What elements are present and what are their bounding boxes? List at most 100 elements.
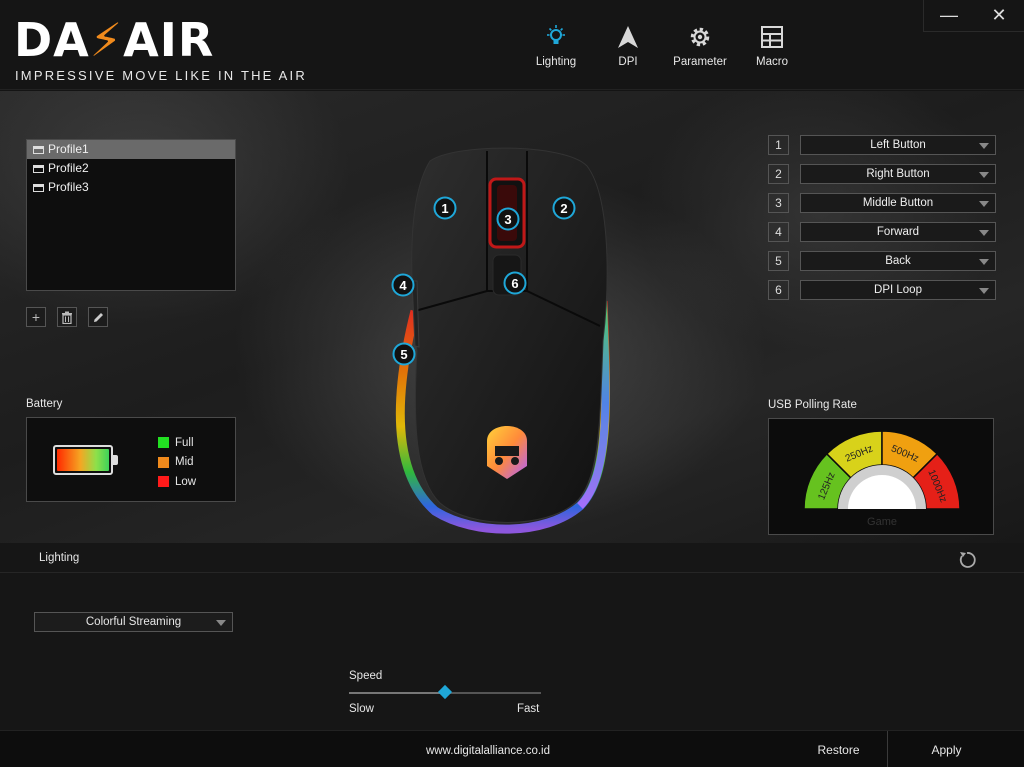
trash-icon: [62, 311, 72, 324]
mapping-select-4[interactable]: Forward: [800, 222, 996, 242]
minimize-button[interactable]: —: [940, 5, 958, 25]
mapping-row: 1 Left Button: [768, 135, 996, 155]
speed-slider[interactable]: [349, 684, 541, 700]
website-link[interactable]: www.digitalalliance.co.id: [426, 745, 551, 757]
profile-list: Profile1 Profile2 Profile3: [26, 139, 236, 291]
polling-gauge: 125Hz 250Hz 500Hz 1000Hz Game: [803, 430, 961, 528]
polling-panel: 125Hz 250Hz 500Hz 1000Hz Game: [768, 418, 994, 535]
legend-label: Low: [175, 475, 197, 488]
profile-item[interactable]: Profile1: [27, 140, 235, 159]
mapping-number: 3: [768, 193, 789, 213]
edit-profile-button[interactable]: [88, 307, 108, 327]
mapping-select-5[interactable]: Back: [800, 251, 996, 271]
slow-label: Slow: [349, 703, 374, 715]
speed-label: Speed: [349, 670, 383, 682]
mapping-number: 5: [768, 251, 789, 271]
folder-icon: [33, 183, 44, 192]
button-marker-4: 4: [391, 273, 415, 297]
restore-button[interactable]: Restore: [790, 731, 888, 767]
mapping-value: Middle Button: [862, 197, 934, 209]
mapping-number: 6: [768, 280, 789, 300]
svg-text:1: 1: [441, 201, 448, 216]
mapping-number: 1: [768, 135, 789, 155]
svg-text:2: 2: [560, 201, 567, 216]
mapping-row: 6 DPI Loop: [768, 280, 996, 300]
battery-icon: [53, 445, 118, 475]
add-profile-button[interactable]: +: [26, 307, 46, 327]
mapping-select-6[interactable]: DPI Loop: [800, 280, 996, 300]
slider-thumb[interactable]: [437, 684, 453, 700]
profile-label: Profile1: [48, 142, 89, 156]
button-marker-6: 6: [503, 271, 527, 295]
chevron-down-icon: [979, 172, 989, 178]
mapping-value: Left Button: [870, 139, 926, 151]
mapping-select-3[interactable]: Middle Button: [800, 193, 996, 213]
button-marker-3: 3: [496, 207, 520, 231]
mapping-number: 2: [768, 164, 789, 184]
button-mapping: 1 Left Button 2 Right Button 3 Middle Bu…: [768, 135, 996, 309]
arrow-icon: [618, 26, 638, 48]
mapping-value: Right Button: [866, 168, 930, 180]
delete-profile-button[interactable]: [57, 307, 77, 327]
battery-panel: Full Mid Low: [26, 417, 236, 502]
apply-button[interactable]: Apply: [931, 742, 962, 757]
window-controls: — ✕: [923, 0, 1024, 32]
app-header: DA⚡AIR IMPRESSIVE MOVE LIKE IN THE AIR L…: [0, 0, 1024, 90]
effect-value: Colorful Streaming: [85, 616, 182, 628]
close-button[interactable]: ✕: [991, 5, 1007, 25]
chevron-down-icon: [979, 201, 989, 207]
gear-icon: [690, 27, 710, 47]
battery-legend: Full Mid Low: [158, 433, 196, 492]
mapping-value: Forward: [876, 226, 920, 238]
chevron-down-icon: [216, 620, 226, 626]
folder-icon: [33, 145, 44, 154]
reset-icon[interactable]: [957, 550, 977, 570]
low-swatch: [158, 476, 169, 488]
mapping-row: 2 Right Button: [768, 164, 996, 184]
nav-tab-parameter[interactable]: Parameter: [664, 24, 736, 74]
lighting-effect-select[interactable]: Colorful Streaming: [34, 612, 233, 632]
button-marker-1: 1: [433, 196, 457, 220]
main-panel: Profile1 Profile2 Profile3 + Battery: [0, 91, 1024, 543]
mapping-value: Back: [885, 255, 911, 267]
profile-label: Profile3: [48, 180, 89, 194]
nav-tab-dpi[interactable]: DPI: [592, 24, 664, 74]
chevron-down-icon: [979, 143, 989, 149]
legend-label: Mid: [175, 456, 194, 469]
polling-mode-label: Game: [867, 516, 897, 528]
button-marker-2: 2: [552, 196, 576, 220]
grid-icon: [761, 26, 783, 48]
nav-label: Lighting: [535, 56, 577, 68]
nav-label: Macro: [756, 56, 788, 68]
legend-label: Full: [175, 436, 194, 449]
battery-title: Battery: [26, 398, 63, 410]
svg-text:4: 4: [399, 278, 407, 293]
nav-tab-macro[interactable]: Macro: [736, 24, 808, 74]
folder-icon: [33, 164, 44, 173]
nav-tab-lighting[interactable]: Lighting: [520, 24, 592, 74]
mapping-row: 5 Back: [768, 251, 996, 271]
nav-label: Parameter: [673, 56, 727, 68]
mid-swatch: [158, 456, 169, 468]
main-nav: Lighting DPI Parameter Macro: [520, 24, 808, 74]
profile-item[interactable]: Profile2: [27, 159, 235, 178]
brand-tagline: IMPRESSIVE MOVE LIKE IN THE AIR: [15, 68, 307, 83]
svg-text:6: 6: [511, 276, 518, 291]
chevron-down-icon: [979, 230, 989, 236]
fast-label: Fast: [517, 703, 540, 715]
nav-label: DPI: [618, 56, 638, 68]
footer: www.digitalalliance.co.id Restore Apply: [0, 730, 1024, 767]
mapping-row: 4 Forward: [768, 222, 996, 242]
polling-title: USB Polling Rate: [768, 399, 857, 411]
pencil-icon: [93, 312, 103, 322]
mapping-select-1[interactable]: Left Button: [800, 135, 996, 155]
full-swatch: [158, 437, 169, 449]
svg-text:5: 5: [400, 347, 407, 362]
svg-text:3: 3: [504, 212, 511, 227]
chevron-down-icon: [979, 259, 989, 265]
mapping-select-2[interactable]: Right Button: [800, 164, 996, 184]
lighting-title: Lighting: [39, 552, 80, 564]
profile-item[interactable]: Profile3: [27, 178, 235, 197]
lighting-panel: Lighting Colorful Streaming Speed Slow F…: [0, 543, 1024, 730]
button-marker-5: 5: [392, 342, 416, 366]
